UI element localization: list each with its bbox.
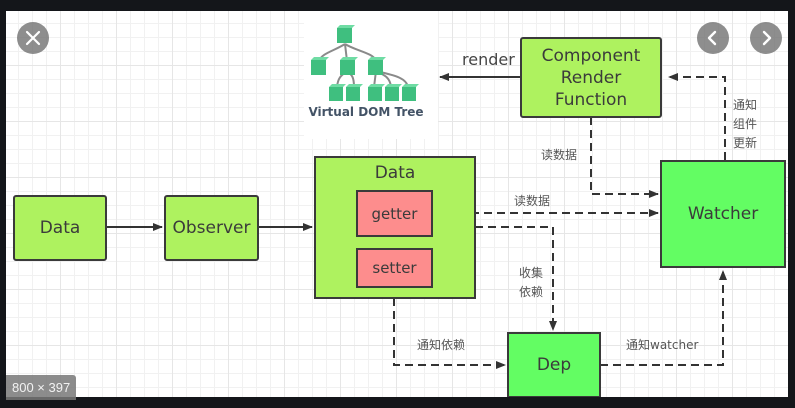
edge-notify-deps xyxy=(393,298,506,369)
edge-label-notify-watcher: 通知watcher xyxy=(626,338,699,352)
node-watcher-label: Watcher xyxy=(687,204,759,224)
previous-image-button[interactable] xyxy=(697,22,729,54)
node-watcher[interactable]: Watcher xyxy=(660,160,786,268)
connector-layer xyxy=(106,73,727,369)
node-observer[interactable]: Observer xyxy=(164,195,259,261)
edge-collect-deps xyxy=(475,226,557,331)
edge-label-render: render xyxy=(462,50,515,69)
node-observer-label: Observer xyxy=(172,218,251,238)
virtual-dom-tree-image xyxy=(304,11,438,139)
edge-label-notify-deps: 通知依赖 xyxy=(417,338,466,352)
node-getter-label: getter xyxy=(371,204,418,223)
node-dep[interactable]: Dep xyxy=(507,332,601,397)
image-dimensions-badge: 800 × 397 xyxy=(6,375,77,400)
edge-notify-watcher xyxy=(600,270,727,366)
chevron-left-icon xyxy=(707,30,717,46)
close-button[interactable] xyxy=(17,22,49,54)
edge-label-notify-component-update: 通知组件更新 xyxy=(733,98,758,150)
tree-icon xyxy=(311,25,419,101)
node-data-source[interactable]: Data xyxy=(13,195,107,261)
node-dep-label: Dep xyxy=(536,355,572,375)
virtual-dom-tree-caption: Virtual DOM Tree xyxy=(308,105,424,119)
node-component-render-function[interactable]: Component Render Function xyxy=(520,37,662,118)
node-setter[interactable]: setter xyxy=(356,248,433,288)
edge-notify-component xyxy=(668,73,726,160)
edge-label-collect-deps: 收集依赖 xyxy=(519,266,544,299)
next-image-button[interactable] xyxy=(750,22,782,54)
close-icon xyxy=(25,30,41,46)
node-data-source-label: Data xyxy=(39,218,81,238)
node-component-render-function-label: Component Render Function xyxy=(541,45,641,110)
node-setter-label: setter xyxy=(372,259,417,277)
node-getter[interactable]: getter xyxy=(356,190,433,237)
node-data-container-label: Data xyxy=(374,163,416,183)
chevron-right-icon xyxy=(762,30,772,46)
diagram-canvas: Virtual DOM Tree render Data Observer Da… xyxy=(6,11,788,397)
edge-component-read-data xyxy=(590,117,659,198)
edge-label-getter-read-data: 读数据 xyxy=(514,194,551,208)
edge-label-component-read-data: 读数据 xyxy=(541,148,578,162)
